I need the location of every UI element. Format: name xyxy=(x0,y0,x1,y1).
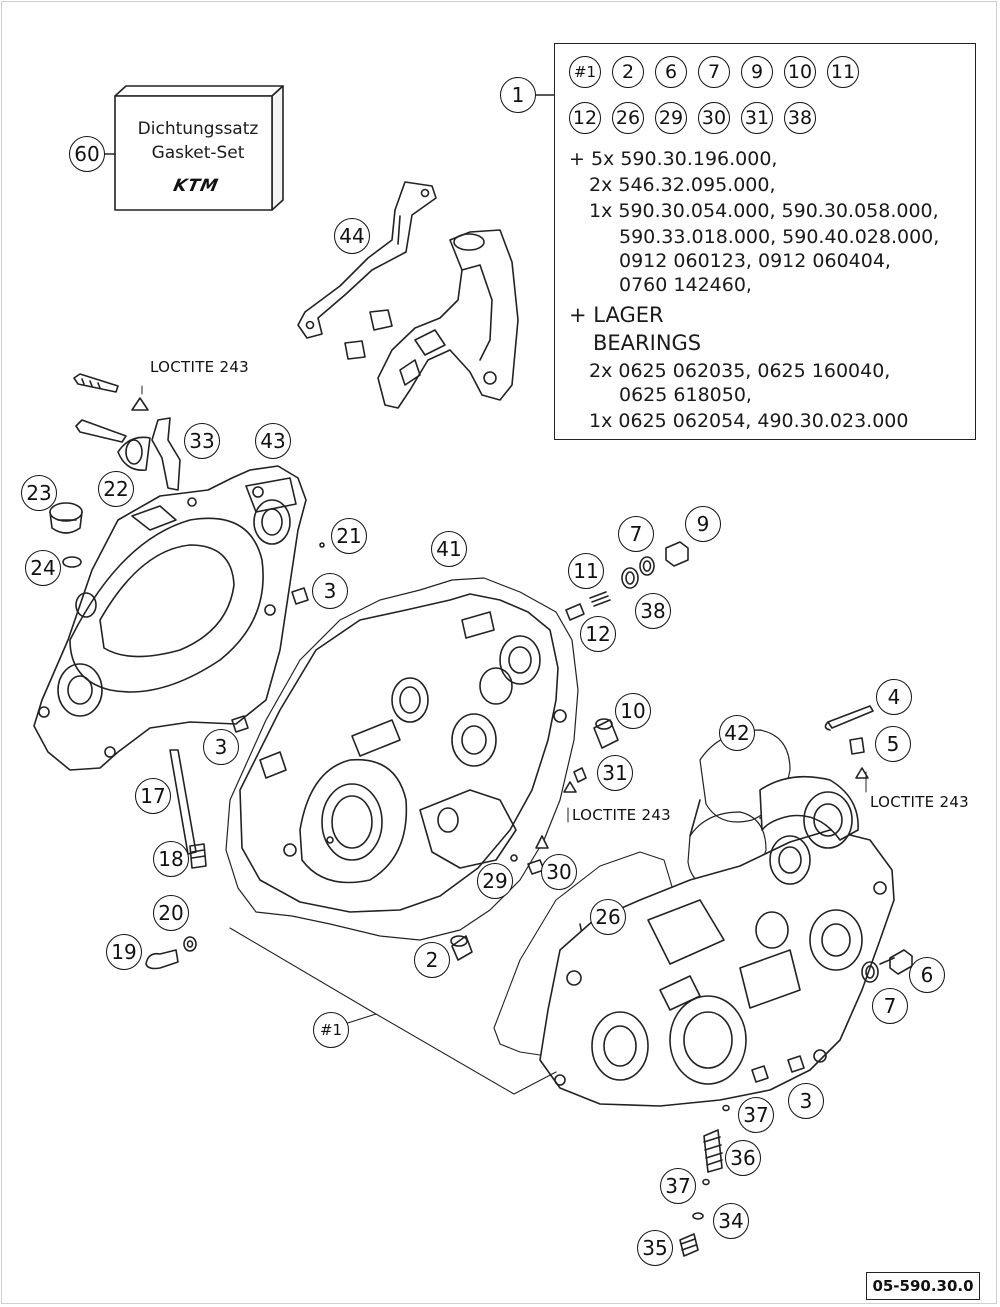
callout-26[interactable]: 26 xyxy=(590,899,626,935)
callout-23[interactable]: 23 xyxy=(21,475,57,511)
callout-1[interactable]: 1 xyxy=(500,77,536,113)
kit-contents-row1: #1 2 6 7 9 10 11 xyxy=(569,56,859,88)
callout-9[interactable]: 9 xyxy=(685,506,721,542)
case-gasket-41 xyxy=(225,577,579,941)
kit-item-bubble[interactable]: 12 xyxy=(569,102,601,134)
kit-line: 0760 142460, xyxy=(619,274,752,296)
callout-44[interactable]: 44 xyxy=(334,218,370,254)
callout-38[interactable]: 38 xyxy=(635,593,671,629)
callout-3[interactable]: 3 xyxy=(312,573,348,609)
kit-item-bubble[interactable]: 31 xyxy=(741,102,773,134)
callout-33[interactable]: 33 xyxy=(184,423,220,459)
callout-30[interactable]: 30 xyxy=(541,854,577,890)
callout-3[interactable]: 3 xyxy=(788,1083,824,1119)
callout-7[interactable]: 7 xyxy=(618,516,654,552)
drawing-number: 05-590.30.0 xyxy=(866,1272,980,1300)
callout-22[interactable]: 22 xyxy=(98,471,134,507)
gasket-set-label-line2: Gasket-Set xyxy=(151,143,245,163)
kit-contents-box: #1 2 6 7 9 10 11 12 26 29 30 31 38 + 5x … xyxy=(554,43,976,440)
kit-item-bubble[interactable]: 29 xyxy=(655,102,687,134)
callout-31[interactable]: 31 xyxy=(597,755,633,791)
callout-6[interactable]: 6 xyxy=(909,957,945,993)
callout-29[interactable]: 29 xyxy=(477,863,513,899)
kit-line: BEARINGS xyxy=(593,331,702,355)
callout-37[interactable]: 37 xyxy=(660,1168,696,1204)
dowels-lower-right xyxy=(751,1055,805,1083)
kit-line: 2x 0625 062035, 0625 160040, xyxy=(589,360,891,382)
kit-item-bubble[interactable]: 6 xyxy=(655,56,687,88)
oil-plug-23 xyxy=(49,502,83,534)
gasket-set-label-line1: Dichtungssatz xyxy=(137,119,259,139)
callout-41[interactable]: 41 xyxy=(431,531,467,567)
callout-37[interactable]: 37 xyxy=(738,1097,774,1133)
callout-part-1[interactable]: #1 xyxy=(313,1012,349,1048)
kit-item-bubble[interactable]: 11 xyxy=(827,56,859,88)
callout-10[interactable]: 10 xyxy=(615,693,651,729)
small-parts-right-upper xyxy=(510,541,689,875)
kit-line: 1x 590.30.054.000, 590.30.058.000, xyxy=(589,200,939,222)
bypass-valve-stack xyxy=(679,1104,730,1257)
oil-pipe-17 xyxy=(169,749,207,869)
clutch-cover-43 xyxy=(33,465,307,771)
left-crankcase-half xyxy=(239,593,567,913)
callout-19[interactable]: 19 xyxy=(106,934,142,970)
kit-contents-row2: 12 26 29 30 31 38 xyxy=(569,102,816,134)
dowel-pins xyxy=(231,542,325,733)
callout-24[interactable]: 24 xyxy=(25,550,61,586)
bolts-upper-left xyxy=(73,373,181,491)
callout-34[interactable]: 34 xyxy=(713,1203,749,1239)
callout-3[interactable]: 3 xyxy=(203,729,239,765)
kit-line: 590.33.018.000, 590.40.028.000, xyxy=(619,226,940,248)
kit-item-bubble[interactable]: 7 xyxy=(698,56,730,88)
loctite-label: LOCTITE 243 xyxy=(572,806,672,824)
kit-line: 1x 0625 062054, 490.30.023.000 xyxy=(589,410,909,432)
kit-line: 0912 060123, 0912 060404, xyxy=(619,250,891,272)
loctite-label: LOCTITE 243 xyxy=(870,793,970,811)
kit-item-bubble[interactable]: 30 xyxy=(698,102,730,134)
callout-35[interactable]: 35 xyxy=(637,1230,673,1266)
gasket-set-box-shape xyxy=(114,85,284,211)
bracket-44-shape xyxy=(297,181,437,339)
callout-60[interactable]: 60 xyxy=(69,136,105,172)
kit-item-bubble[interactable]: 10 xyxy=(784,56,816,88)
leader-lines-part-1 xyxy=(229,927,557,1095)
loctite-label: LOCTITE 243 xyxy=(150,358,250,376)
callout-42[interactable]: 42 xyxy=(719,715,755,751)
kit-item-bubble[interactable]: 26 xyxy=(612,102,644,134)
callout-21[interactable]: 21 xyxy=(331,518,367,554)
kit-line: + 5x 590.30.196.000, xyxy=(569,148,778,170)
callout-17[interactable]: 17 xyxy=(135,778,171,814)
right-crankcase-half xyxy=(539,775,895,1107)
callout-43[interactable]: 43 xyxy=(255,423,291,459)
callout-5[interactable]: 5 xyxy=(875,726,911,762)
ktm-logo: KTM xyxy=(171,176,221,196)
callout-12[interactable]: 12 xyxy=(580,616,616,652)
dowel-2 xyxy=(450,935,473,961)
callout-2[interactable]: 2 xyxy=(414,942,450,978)
pin-4-and-screw-5 xyxy=(824,705,874,779)
callout-18[interactable]: 18 xyxy=(153,841,189,877)
kit-item-bubble[interactable]: 38 xyxy=(784,102,816,134)
callout-4[interactable]: 4 xyxy=(876,679,912,715)
callout-7[interactable]: 7 xyxy=(872,988,908,1024)
kit-line: 0625 618050, xyxy=(619,384,752,406)
kit-item-bubble[interactable]: 2 xyxy=(612,56,644,88)
callout-11[interactable]: 11 xyxy=(568,553,604,589)
callout-36[interactable]: 36 xyxy=(725,1140,761,1176)
engine-mount-bracket-shape xyxy=(344,229,519,409)
drain-screw-19 xyxy=(145,936,197,970)
callout-20[interactable]: 20 xyxy=(153,895,189,931)
kit-item-bubble[interactable]: 9 xyxy=(741,56,773,88)
kit-item-bubble[interactable]: #1 xyxy=(569,56,601,88)
kit-line: 2x 546.32.095.000, xyxy=(589,174,776,196)
kit-line: + LAGER xyxy=(569,303,664,327)
